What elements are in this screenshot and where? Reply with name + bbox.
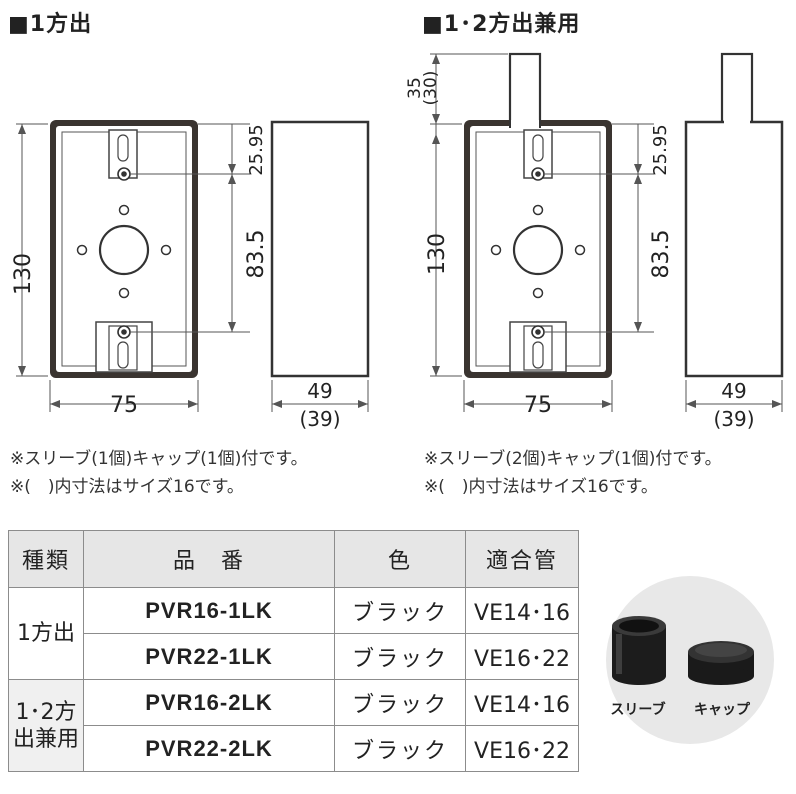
color-cell: ブラック: [334, 587, 466, 634]
type-cell-2-line1: 1･2方: [15, 699, 77, 725]
pipe-cell: VE16･22: [465, 633, 579, 680]
right-dim-width: 75: [524, 393, 552, 418]
header-model: 品 番: [83, 530, 335, 588]
table-row: PVR22-2LK ブラック VE16･22: [9, 725, 579, 772]
model-cell: PVR16-2LK: [83, 679, 335, 726]
right-sleeve: [508, 52, 542, 126]
color-cell: ブラック: [334, 633, 466, 680]
right-dim-sleeve: 35: [405, 77, 425, 99]
type-cell-2-line2: 出兼用: [12, 726, 79, 752]
spec-table: 種類 品 番 色 適合管 1方出 PVR16-1LK ブラック VE14･16 …: [8, 530, 579, 772]
left-drawing: 130 25.95 83.5 75 49 (39): [11, 120, 370, 431]
type-cell-2: 1･2方 出兼用: [8, 679, 84, 772]
right-note-2: ※( )内寸法はサイズ16です。: [424, 477, 658, 497]
table-row: PVR22-1LK ブラック VE16･22: [9, 633, 579, 680]
model-cell: PVR22-1LK: [83, 633, 335, 680]
right-heading: ■1･2方出兼用: [422, 12, 581, 37]
model-cell: PVR16-1LK: [83, 587, 335, 634]
right-note-1: ※スリーブ(2個)キャップ(1個)付です。: [424, 449, 722, 469]
cap-picture: [688, 641, 754, 685]
right-dim-sleeve-alt: (30): [421, 71, 441, 106]
color-cell: ブラック: [334, 725, 466, 772]
left-note-1: ※スリーブ(1個)キャップ(1個)付です。: [10, 449, 308, 469]
table-header-row: 種類 品 番 色 適合管: [8, 530, 579, 588]
pipe-cell: VE14･16: [465, 679, 579, 726]
color-cell: ブラック: [334, 679, 466, 726]
header-pipe: 適合管: [465, 530, 579, 588]
sleeve-label: スリーブ: [610, 701, 665, 718]
left-box-side: [270, 120, 370, 378]
accessory-illustration: スリーブ キャップ: [606, 576, 774, 744]
header-type: 種類: [8, 530, 84, 588]
left-dim-depth-alt: (39): [299, 407, 340, 431]
left-dim-width: 75: [110, 393, 138, 418]
pipe-cell: VE14･16: [465, 587, 579, 634]
left-dim-pitch: 83.5: [244, 230, 269, 279]
header-color: 色: [334, 530, 466, 588]
right-dim-top: 25.95: [650, 124, 671, 176]
right-dim-depth: 49: [721, 379, 746, 403]
type-cell-1: 1方出: [8, 587, 84, 680]
left-heading: ■1方出: [8, 12, 93, 37]
left-dim-height: 130: [11, 253, 36, 295]
table-row: 1･2方 出兼用 PVR16-2LK ブラック VE14･16: [8, 679, 579, 772]
left-note-2: ※( )内寸法はサイズ16です。: [10, 477, 244, 497]
left-dim-top: 25.95: [246, 124, 267, 176]
right-dim-depth-alt: (39): [713, 407, 754, 431]
right-box-side: [684, 120, 784, 378]
sleeve-picture: [612, 616, 666, 685]
right-dim-pitch: 83.5: [649, 230, 674, 279]
right-dim-height: 130: [425, 233, 450, 275]
model-cell: PVR22-2LK: [83, 725, 335, 772]
table-row: 1方出 PVR16-1LK ブラック VE14･16: [8, 587, 579, 680]
cap-label: キャップ: [694, 702, 751, 718]
left-dim-depth: 49: [307, 379, 332, 403]
pipe-cell: VE16･22: [465, 725, 579, 772]
right-drawing: 35 (30) 130 25.95 83.5 75 49 (39): [405, 52, 784, 431]
